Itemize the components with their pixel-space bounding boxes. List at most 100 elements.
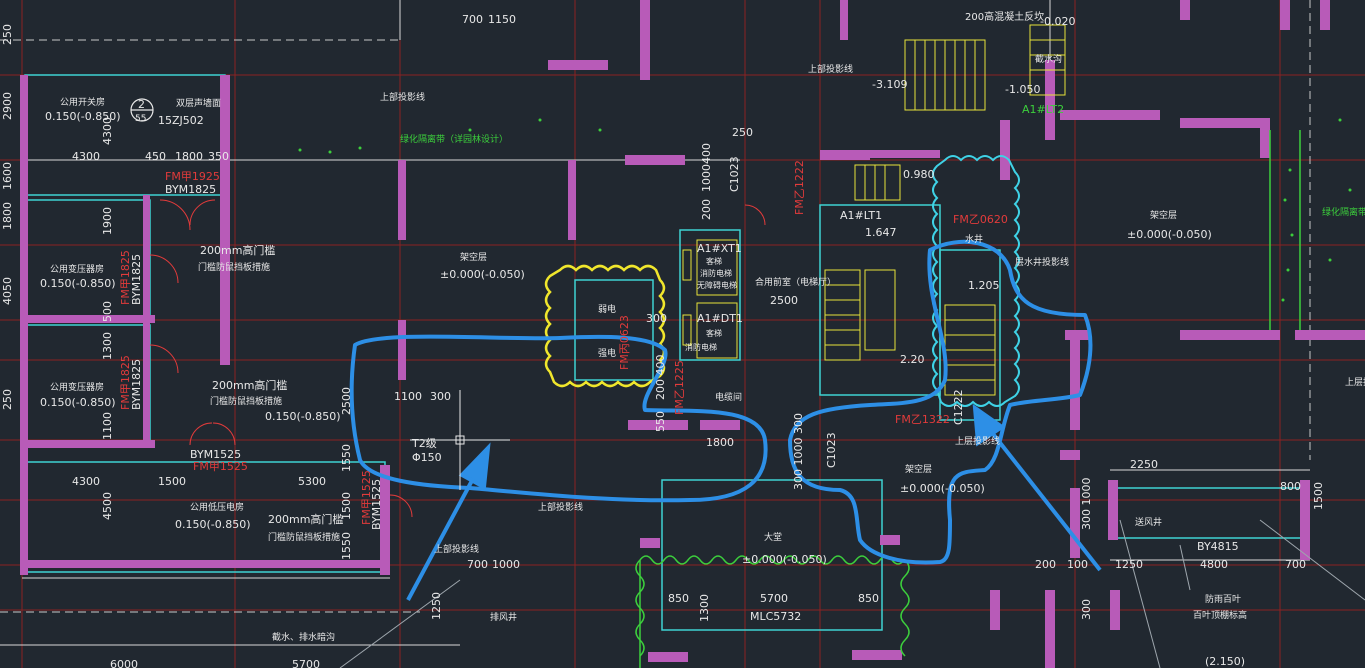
dim-700: 700 bbox=[462, 13, 483, 26]
vdim-1550: 1550 bbox=[340, 444, 353, 472]
dim-1100: 1100 bbox=[394, 390, 422, 403]
note-door-200-2b: 门槛防鼠挡板措施 bbox=[210, 395, 282, 407]
door-bym1525-v: BYM1525 bbox=[370, 479, 383, 530]
dashed-outlines bbox=[0, 0, 1311, 613]
vdim-1300: 1300 bbox=[698, 594, 711, 622]
note-detail-ref: 15ZJ502 bbox=[158, 114, 204, 127]
dim-450: 450 bbox=[145, 150, 166, 163]
note-water-step: 截水沟 bbox=[1035, 53, 1062, 65]
vdim-200: 200 bbox=[700, 199, 713, 220]
dim-350: 350 bbox=[208, 150, 229, 163]
dim-1000-bottom: 1000 bbox=[492, 558, 520, 571]
room-level-extra: 0.150(-0.850) bbox=[265, 410, 341, 423]
dim-1800: 1800 bbox=[175, 150, 203, 163]
dim-4300b: 4300 bbox=[72, 475, 100, 488]
revision-cloud-cyan bbox=[932, 155, 1020, 407]
level-1205: 1.205 bbox=[968, 279, 1000, 292]
level-220: 2.20 bbox=[900, 353, 925, 366]
door-bym1825-b: BYM1825 bbox=[130, 254, 143, 305]
dim-1500: 1500 bbox=[158, 475, 186, 488]
window-by4815: BY4815 bbox=[1197, 540, 1239, 553]
room-transformer-1: 公用变压器房 bbox=[50, 263, 104, 275]
dim-4800: 4800 bbox=[1200, 558, 1228, 571]
room-supply-well: 送风井 bbox=[1135, 516, 1162, 528]
door-fm1925: FM甲1925 bbox=[165, 170, 220, 183]
dim-800: 800 bbox=[1280, 480, 1301, 493]
dim-2250: 2250 bbox=[1130, 458, 1158, 471]
room-strong-electric: 强电 bbox=[598, 347, 616, 359]
door-fm1225: FM乙1225 bbox=[673, 360, 686, 415]
elevator-dt1-sub1: 客梯 bbox=[706, 328, 722, 338]
hedge-dots bbox=[298, 118, 1352, 302]
note-upper-line-4: 上部投影线 bbox=[434, 543, 479, 555]
room-transformer-1-level: 0.150(-0.850) bbox=[40, 277, 116, 290]
room-lobby: 大堂 bbox=[764, 531, 782, 543]
door-bym1825-a: BYM1825 bbox=[165, 183, 216, 196]
room-overhead-3: 架空层 bbox=[905, 463, 932, 475]
callout-sheet: 55 bbox=[135, 114, 146, 124]
vdim-550: 550 bbox=[654, 411, 667, 432]
room-overhead-3-level: ±0.000(-0.050) bbox=[900, 482, 985, 495]
dim-700-right: 700 bbox=[1285, 558, 1306, 571]
dim-5700b: 5700 bbox=[292, 658, 320, 668]
room-overhead-2: 架空层 bbox=[1150, 209, 1177, 221]
dim-6000: 6000 bbox=[110, 658, 138, 668]
level-0980: 0.980 bbox=[903, 168, 935, 181]
note-t2: T2级 bbox=[411, 437, 437, 450]
vdim-2900: 2900 bbox=[1, 92, 14, 120]
vdim-500: 500 bbox=[101, 301, 114, 322]
vdim-1500-right: 1500 bbox=[1312, 482, 1325, 510]
door-bym1825-c: BYM1825 bbox=[130, 359, 143, 410]
louver-note-2: 百叶顶棚标高 bbox=[1193, 609, 1247, 621]
room-water-well: 水井 bbox=[965, 233, 983, 245]
dim-300-upper: 300 bbox=[646, 312, 667, 325]
note-green-belt: 绿化隔离带（详园林设计） bbox=[400, 133, 508, 145]
note-upper-line-7: 上层投影线 bbox=[1345, 376, 1365, 388]
room-cable: 电缆间 bbox=[715, 391, 742, 403]
note-door-200-3: 200mm高门槛 bbox=[268, 512, 343, 526]
door-fm0623: FM丙0623 bbox=[618, 315, 631, 370]
door-bym1525: BYM1525 bbox=[190, 448, 241, 461]
dim-250: 250 bbox=[732, 126, 753, 139]
cursor-crosshair bbox=[410, 390, 510, 490]
door-fm1322: FM乙1322 bbox=[895, 413, 950, 426]
window-c1023-a: C1023 bbox=[728, 156, 741, 192]
room-lobby-level: ±0.000(-0.050) bbox=[742, 553, 827, 566]
dim-5300: 5300 bbox=[298, 475, 326, 488]
room-low-voltage-level: 0.150(-0.850) bbox=[175, 518, 251, 531]
vdim-1900: 1900 bbox=[101, 207, 114, 235]
door-fm1222: FM乙1222 bbox=[793, 160, 806, 215]
vdim-1800: 1800 bbox=[1, 202, 14, 230]
dim-1250: 1250 bbox=[1115, 558, 1143, 571]
door-fm1825: FM甲1825 bbox=[119, 250, 132, 305]
vdim-2500: 2500 bbox=[340, 387, 353, 415]
window-c1222: C1222 bbox=[952, 389, 965, 425]
note-door-200-1: 200mm高门槛 bbox=[200, 243, 275, 257]
green-hedges bbox=[635, 130, 1301, 668]
elevator-dt1: A1#DT1 bbox=[697, 312, 743, 325]
door-swings bbox=[149, 199, 766, 518]
vdim-200-400: 200 400 bbox=[654, 355, 667, 401]
detail-callout bbox=[130, 98, 154, 122]
elevator-xt1-sub3: 无障碍电梯 bbox=[697, 280, 737, 290]
note-upper-line-1: 上部投影线 bbox=[380, 91, 425, 103]
stair-lt1: A1#LT1 bbox=[840, 209, 882, 222]
note-door-200-3b: 门槛防鼠挡板措施 bbox=[268, 531, 340, 543]
vdim-300-1000: 300 1000 bbox=[1080, 478, 1093, 531]
room-overhead-2-level: ±0.000(-0.050) bbox=[1127, 228, 1212, 241]
dim-4300: 4300 bbox=[72, 150, 100, 163]
dim-700-bottom: 700 bbox=[467, 558, 488, 571]
room-transformer-2-level: 0.150(-0.850) bbox=[40, 396, 116, 409]
level-3109: -3.109 bbox=[872, 78, 907, 91]
room-weak-electric: 弱电 bbox=[598, 303, 616, 315]
note-upper-line-2: 上部投影线 bbox=[808, 63, 853, 75]
note-dia: Φ150 bbox=[412, 451, 442, 464]
vdim-1600: 1600 bbox=[1, 162, 14, 190]
elevator-xt1-sub1: 客梯 bbox=[706, 256, 722, 266]
vdim-1500b: 1500 bbox=[340, 492, 353, 520]
note-upper-line-5: 上层投影线 bbox=[955, 435, 1000, 447]
room-elevator-hall: 合用前室（电梯厅） bbox=[755, 276, 836, 288]
door-mlc5732: MLC5732 bbox=[750, 610, 801, 623]
level-020: -0.020 bbox=[1040, 15, 1075, 28]
